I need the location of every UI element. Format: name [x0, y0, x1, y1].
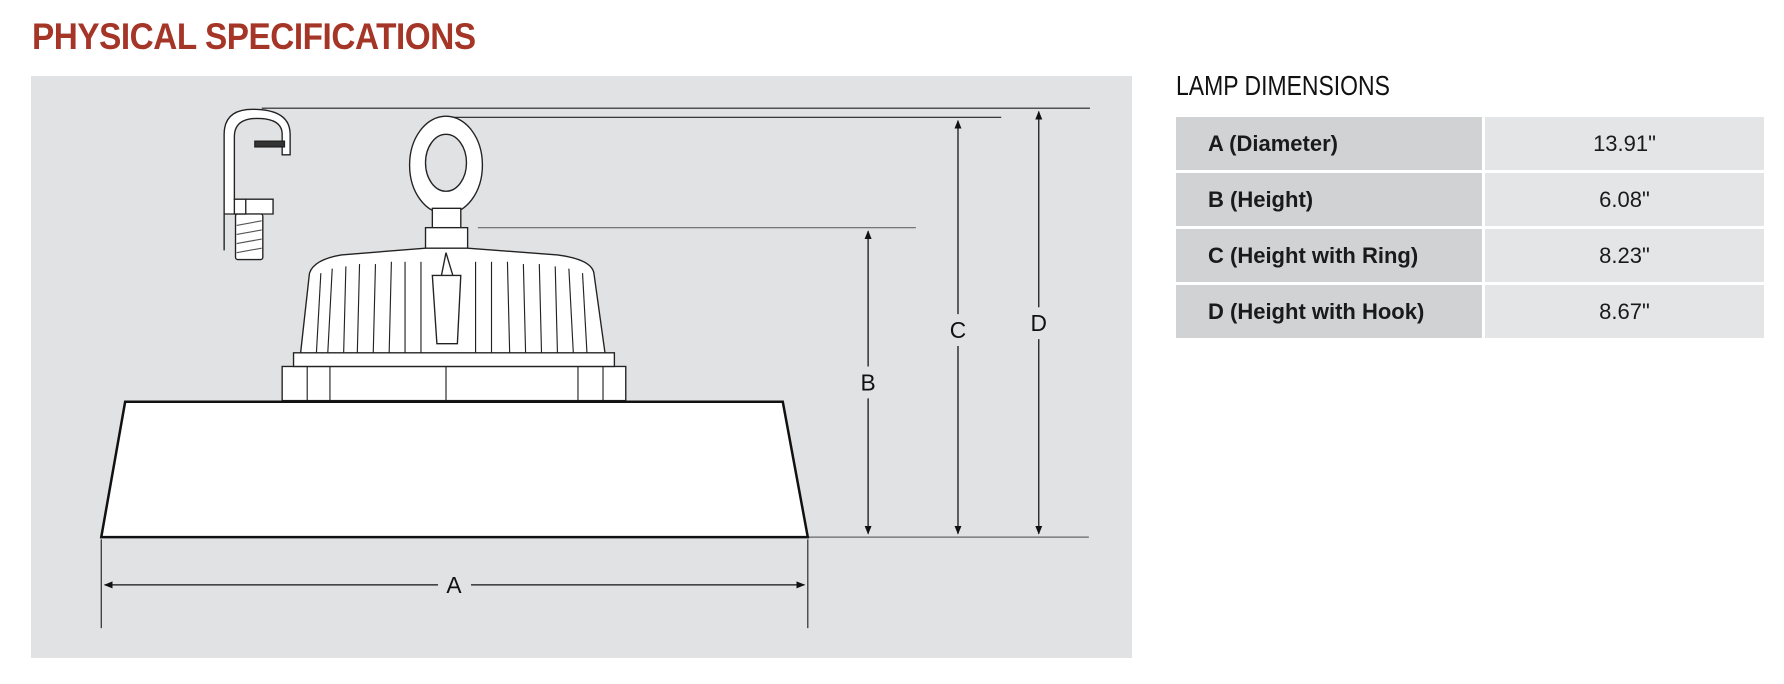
row-label: D (Height with Hook) [1176, 285, 1482, 338]
dimension-label-a: A [446, 572, 462, 598]
heat-sink-housing [281, 247, 627, 402]
table-row: B (Height) 6.08" [1176, 173, 1764, 226]
row-label: A (Diameter) [1176, 117, 1482, 170]
row-label: B (Height) [1176, 173, 1482, 226]
row-value: 8.67" [1485, 285, 1764, 338]
table-title: LAMP DIMENSIONS [1176, 70, 1390, 101]
lamp-shade [99, 400, 810, 539]
hook [223, 108, 291, 261]
dimensions-table: A (Diameter) 13.91" B (Height) 6.08" C (… [1176, 117, 1764, 341]
reference-lines [100, 107, 1090, 629]
row-value: 8.23" [1485, 229, 1764, 282]
dimension-label-d: D [1031, 310, 1047, 336]
table-row: C (Height with Ring) 8.23" [1176, 229, 1764, 282]
row-label: C (Height with Ring) [1176, 229, 1482, 282]
row-value: 6.08" [1485, 173, 1764, 226]
eye-ring [408, 115, 484, 254]
dimension-label-b: B [861, 369, 876, 395]
table-row: A (Diameter) 13.91" [1176, 117, 1764, 170]
section-title: PHYSICAL SPECIFICATIONS [32, 16, 476, 57]
dimension-label-c: C [950, 317, 966, 343]
table-row: D (Height with Hook) 8.67" [1176, 285, 1764, 338]
dimension-arrows [103, 110, 1043, 589]
row-value: 13.91" [1485, 117, 1764, 170]
